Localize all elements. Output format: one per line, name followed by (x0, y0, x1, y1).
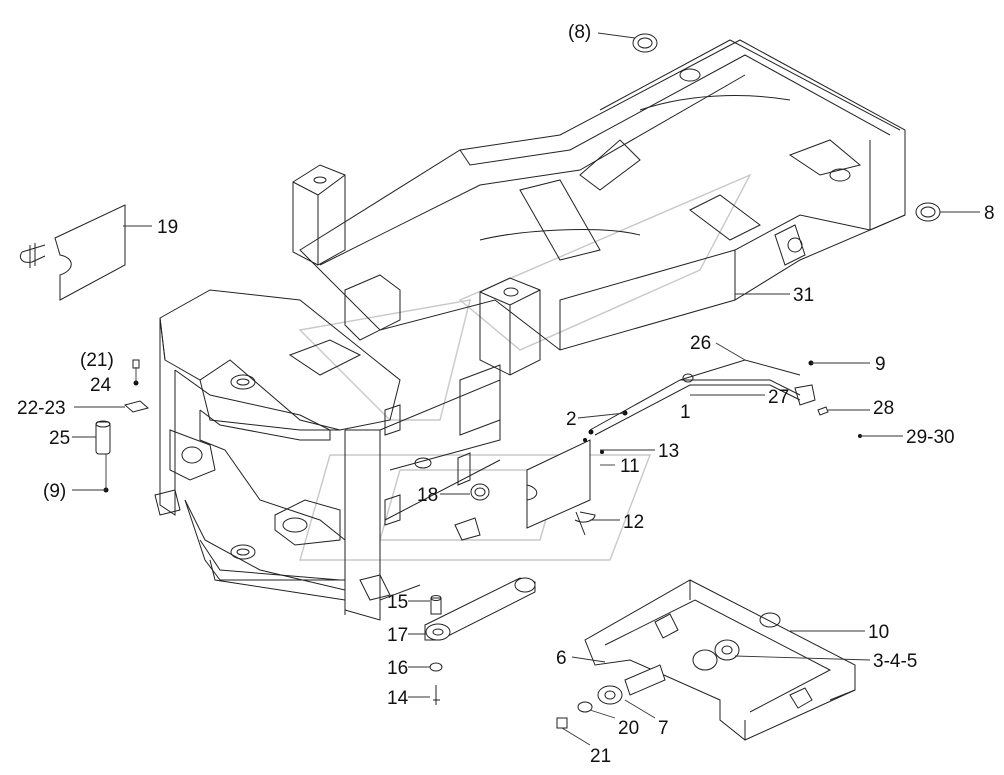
callout-21-ref: (21) (80, 350, 114, 371)
callout-24: 24 (90, 375, 112, 396)
callout-9-ref: (9) (43, 481, 66, 502)
callout-3-4-5: 3-4-5 (873, 651, 917, 672)
callout-28: 28 (873, 398, 894, 419)
callout-2: 2 (566, 409, 577, 430)
callout-12: 12 (623, 512, 644, 533)
cradle-10 (556, 579, 856, 741)
watermark-logo (298, 173, 752, 561)
callout-29-30: 29-30 (906, 427, 955, 448)
callout-31: 31 (793, 285, 814, 306)
callout-16: 16 (387, 658, 408, 679)
callout-10: 10 (868, 622, 889, 643)
hydraulic-lines (526, 359, 862, 536)
callout-15: 15 (387, 592, 408, 613)
drag-link (424, 577, 536, 705)
callout-20: 20 (618, 718, 639, 739)
callout-13: 13 (658, 441, 679, 462)
callout-labels: (8) 8 19 31 26 9 (21) 24 27 28 22-23 2 1… (17, 22, 995, 767)
callout-6: 6 (556, 648, 567, 669)
upper-towers (288, 164, 541, 376)
callout-25: 25 (49, 428, 70, 449)
front-frame (154, 289, 501, 621)
rear-frame (299, 39, 906, 351)
left-hardware (95, 359, 150, 493)
callout-11: 11 (620, 456, 640, 477)
callout-1: 1 (680, 402, 691, 423)
bearing-rings (632, 33, 941, 222)
callout-8-ref: (8) (568, 22, 591, 43)
leader-lines (72, 32, 980, 746)
callout-17: 17 (387, 625, 408, 646)
callout-27: 27 (768, 387, 789, 408)
callout-19: 19 (157, 217, 178, 238)
callout-14: 14 (387, 688, 409, 709)
callout-18: 18 (417, 485, 438, 506)
callout-22-23: 22-23 (17, 398, 66, 419)
callout-21: 21 (590, 746, 611, 767)
cover-plate-19 (19, 204, 126, 301)
callout-8: 8 (984, 203, 995, 224)
callout-26: 26 (690, 333, 711, 354)
side-parts (384, 364, 501, 541)
callout-9-top: 9 (875, 354, 886, 375)
callout-7: 7 (658, 718, 669, 739)
